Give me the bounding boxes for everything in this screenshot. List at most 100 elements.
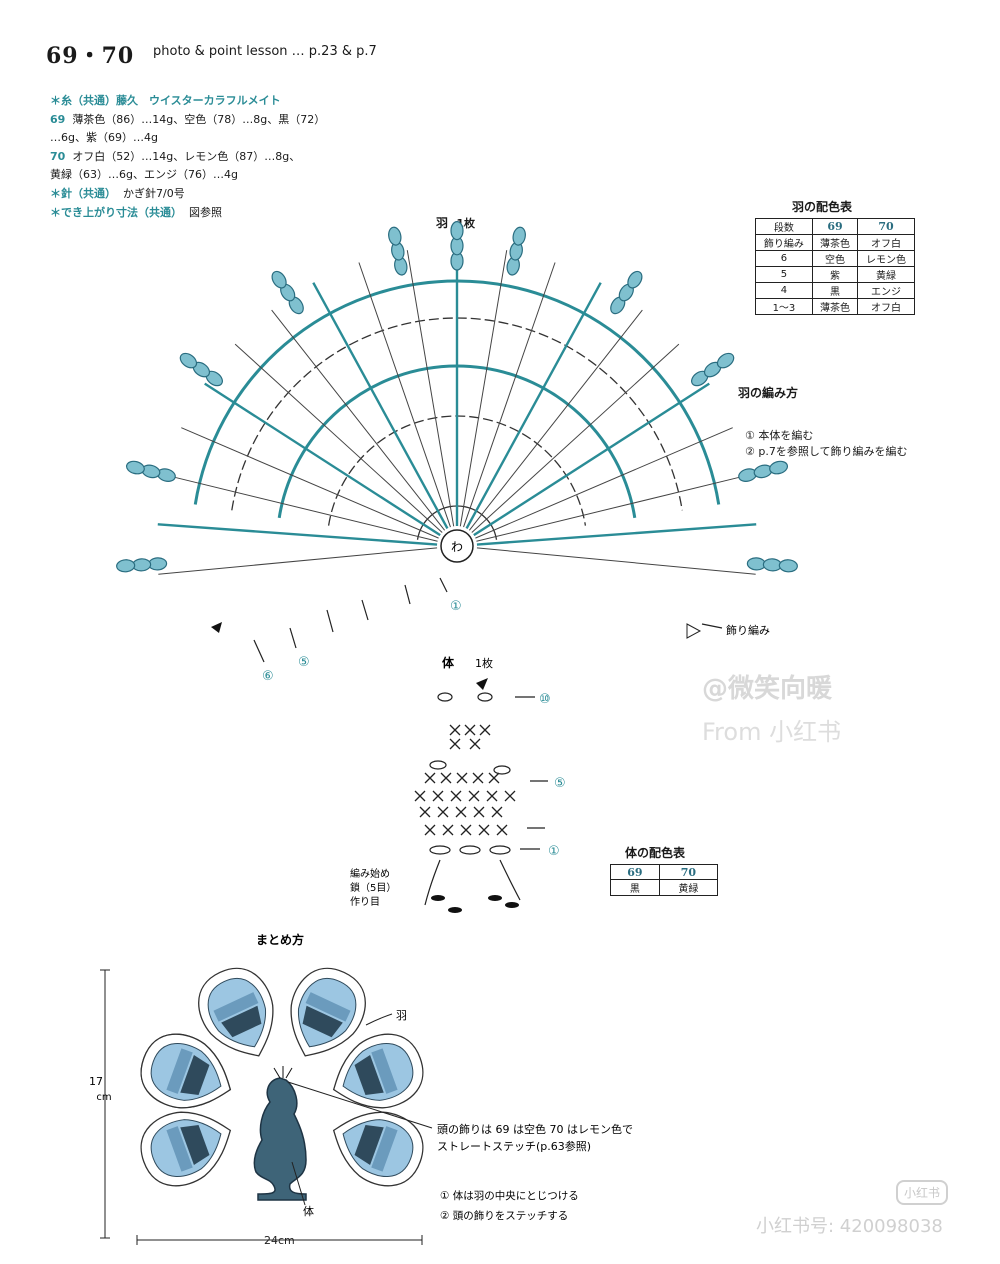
wing-stitch-spoke (468, 309, 643, 531)
edge-label-arrow (701, 623, 723, 629)
wing-petal (290, 967, 366, 1057)
table-row: 6 空色 レモン色 (755, 250, 915, 267)
yarn-69-line2: …6g、紫（69）…4g (50, 131, 158, 145)
label-body: 体 (303, 1204, 314, 1218)
wing-petal (198, 967, 274, 1057)
single-crochet-mark (464, 724, 476, 736)
body-row-marker-5: ⑤ (554, 776, 566, 791)
wing-stitch-spoke (476, 523, 757, 546)
wing-stitch-spoke (476, 547, 756, 575)
body-single-crochet-grid (414, 724, 516, 836)
head-note-line1: 頭の飾りは 69 は空色 70 はレモン色で (437, 1122, 633, 1136)
pattern-70-label: 70 (50, 149, 66, 163)
needle-value: かぎ針7/0号 (123, 186, 185, 200)
petal-mid-band (166, 1048, 193, 1094)
wing-stitch-spoke (475, 427, 733, 539)
single-crochet-mark (472, 772, 484, 784)
wing-title: 羽 1枚 (436, 214, 475, 231)
single-crochet-mark (469, 738, 481, 750)
feather-stitch (388, 226, 402, 246)
wing-stitch-spoke (157, 523, 438, 546)
wing-stitch-spoke (165, 474, 438, 542)
feather-stitch (450, 221, 464, 241)
height-unit: cm (96, 1092, 111, 1103)
single-crochet-mark (437, 806, 449, 818)
body-row-marker-1: ① (548, 844, 560, 859)
table-row: 1〜3 薄茶色 オフ白 (755, 298, 915, 315)
single-crochet-mark (432, 790, 444, 802)
size-heading: ＊でき上がり寸法（共通） (50, 205, 182, 219)
wing-stitch-spoke (158, 547, 438, 575)
assembly-step-1: ① 体は羽の中央にとじつける (440, 1189, 579, 1202)
petal-dark-band (354, 1055, 384, 1096)
feather-stitch (512, 226, 526, 246)
petal-mid-band (213, 992, 259, 1022)
assembly-illustration: まとめ方 17 cm 24cm 羽 体 頭の飾りは 69 は空色 70 はレモン… (89, 932, 633, 1247)
single-crochet-mark (460, 824, 472, 836)
wing-title-text: 羽 (436, 216, 449, 230)
single-crochet-mark (424, 772, 436, 784)
single-crochet-mark (488, 772, 500, 784)
wing-stitch-spoke (204, 382, 441, 537)
petal-dark-band (302, 1005, 343, 1038)
assembly-step-2: ② 頭の飾りをステッチする (440, 1209, 568, 1222)
body-row-marker-10: ⑩ (539, 692, 551, 707)
table-cell: 1〜3 (755, 298, 813, 315)
height-dimension-line (100, 969, 110, 1239)
body-chain-outline (424, 692, 521, 906)
body-leg-dark-stitches (431, 895, 519, 913)
wing-stitch-spoke (465, 282, 602, 530)
single-crochet-mark (491, 806, 503, 818)
magic-ring-label: わ (451, 540, 463, 554)
single-crochet-mark (486, 790, 498, 802)
table-row: 4 黒 エンジ (755, 282, 915, 299)
table-cell: 黒 (610, 879, 660, 896)
pattern-number: 69・70 (46, 43, 135, 69)
wing-method-step: ② p.7を参照して飾り編みを編む (745, 445, 908, 458)
page-reference: photo & point lesson … p.23 & p.7 (153, 44, 377, 59)
petal-dark-band (180, 1055, 210, 1096)
wing-stitch-spoke (234, 343, 443, 533)
yarn-69-line1: 薄茶色（86）…14g、空色（78）…8g、黒（72） (72, 112, 326, 126)
wing-method-title: 羽の編み方 (738, 386, 799, 400)
wing-stitch-spoke (181, 427, 439, 539)
single-crochet-mark (449, 724, 461, 736)
body-color-table-title: 体の配色表 (625, 846, 686, 860)
feather-stitch (769, 460, 789, 475)
petal-mid-band (305, 992, 351, 1022)
body-title: 体 (442, 655, 455, 670)
feather-stitch (778, 559, 798, 573)
feather-stitch (125, 460, 145, 475)
wing-color-table: 段数 69 70 飾り編み 薄茶色 オフ白 6 空色 レモン色 5 紫 黄緑 4… (755, 218, 915, 315)
wing-petal (332, 1111, 424, 1187)
body-row-arrows (515, 696, 548, 850)
materials-block: ＊糸（共通）藤久 ウイスターカラフルメイト 69 薄茶色（86）…14g、空色（… (50, 92, 325, 222)
body-start-line-2: 鎖（5目） (350, 881, 396, 894)
single-crochet-mark (449, 738, 461, 750)
edge-label: 飾り編み (726, 623, 770, 637)
width-dimension-line (136, 1235, 423, 1245)
body-color-table: 69 70 黒 黄緑 (610, 864, 719, 896)
watermark-source: From 小红书 (702, 718, 842, 746)
petal-mid-band (166, 1126, 193, 1172)
wing-stitch-spoke (406, 250, 455, 527)
single-crochet-mark (504, 790, 516, 802)
wing-stitch-chart: わ ① ⑤ ⑥ 飾り編み (116, 221, 798, 684)
petal-mid-band (371, 1048, 398, 1094)
wing-stitch-spoke (476, 474, 749, 542)
start-triangle-icon (686, 623, 702, 639)
body-start-line-1: 編み始め (350, 867, 390, 880)
single-crochet-mark (456, 772, 468, 784)
table-row: 黒 黄緑 (610, 879, 719, 896)
wing-color-table-title: 羽の配色表 (792, 200, 853, 214)
table-header-row: 69 70 (610, 864, 719, 880)
feather-stitch (179, 352, 198, 369)
wing-stitch-spoke (271, 309, 446, 531)
single-crochet-mark (479, 724, 491, 736)
end-triangle-icon (211, 622, 222, 633)
table-cell: オフ白 (857, 298, 915, 315)
single-crochet-mark (419, 806, 431, 818)
feather-stitch (716, 352, 735, 369)
body-stitch-chart: 体 1枚 ⑩ ⑤ ① 編み始め 鎖（5目） 作り目 (350, 655, 566, 913)
wing-stitch-spoke (459, 250, 508, 527)
